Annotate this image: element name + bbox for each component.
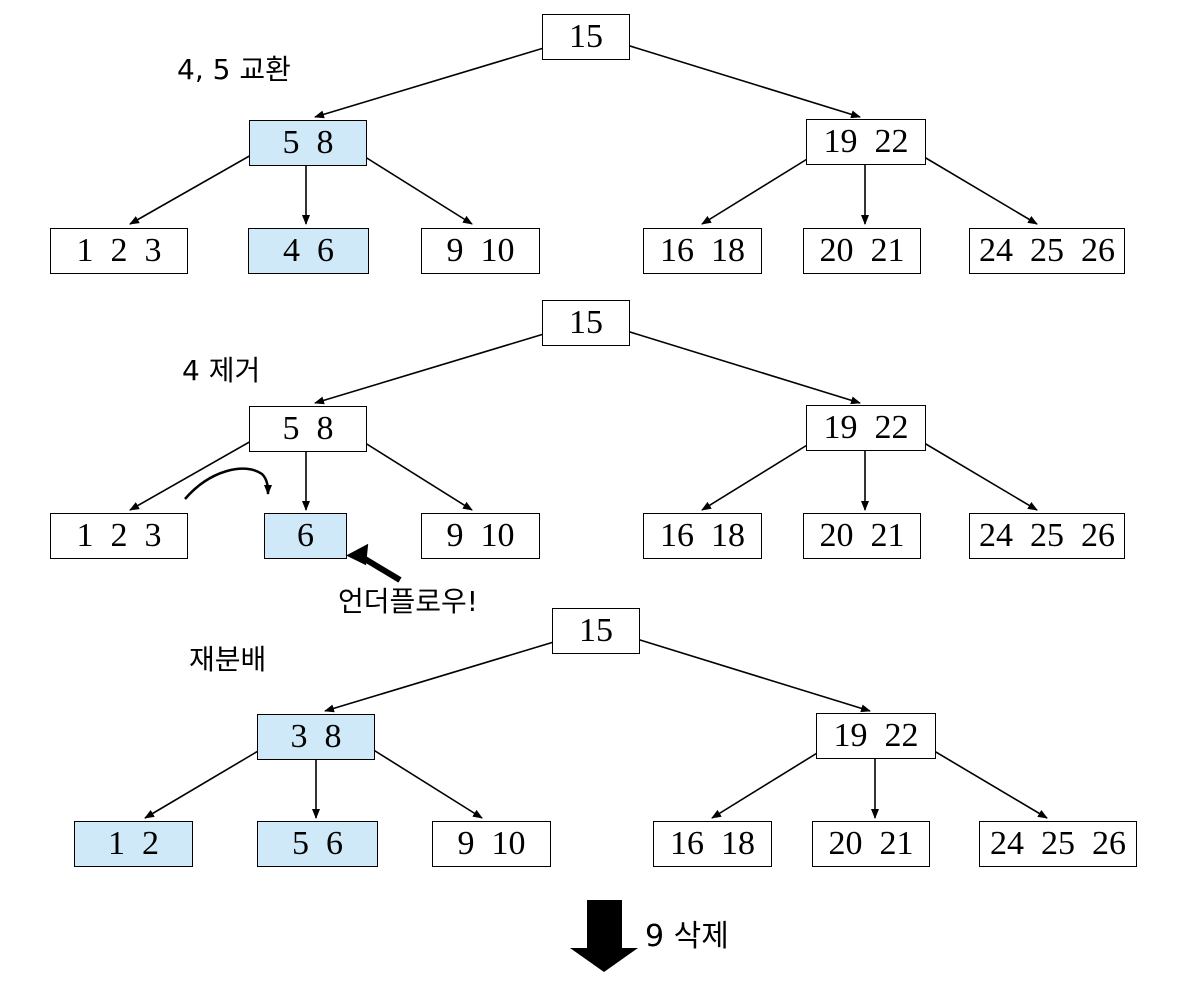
step1-leaf-5: 20 21	[803, 228, 921, 274]
step2-leaf-6: 24 25 26	[969, 513, 1125, 559]
step1-edge-root-left	[314, 43, 558, 119]
step3-leaf-5: 20 21	[812, 821, 930, 867]
step3-caption: 재분배	[189, 643, 267, 676]
step1-leaf-3: 9 10	[421, 228, 540, 274]
step2-edge-left-leaf3	[353, 435, 473, 511]
step3-edge-root-right	[626, 635, 871, 713]
step1-edge-left-leaf1	[129, 149, 261, 225]
step3-root-node: 15	[552, 608, 640, 654]
step1-right-node: 19 22	[806, 119, 926, 165]
step2-edge-right-leaf1	[701, 433, 826, 511]
step1-caption: 4, 5 교환	[177, 53, 291, 86]
step2-root-node: 15	[542, 300, 630, 346]
step1-edge-right-leaf1	[701, 147, 826, 225]
step2-left-node: 5 8	[249, 406, 367, 452]
step3-leaf-1: 1 2	[74, 821, 193, 867]
underflow-pointer-shaft	[363, 556, 402, 583]
borrow-curved-arrow	[184, 467, 272, 500]
step2-leaf-4: 16 18	[643, 513, 762, 559]
step3-edge-right-leaf1	[711, 741, 836, 819]
step2-leaf-2: 6	[264, 513, 347, 559]
next-step-down-arrow	[570, 900, 638, 972]
step3-leaf-2: 5 6	[257, 821, 378, 867]
step3-edge-left-leaf1	[144, 743, 271, 819]
step2-caption: 4 제거	[182, 354, 261, 387]
step1-edge-left-leaf3	[353, 149, 473, 225]
underflow-annotation: 언더플로우!	[338, 585, 479, 618]
step3-right-node: 19 22	[816, 713, 936, 759]
step3-edge-root-left	[324, 637, 568, 713]
step2-leaf-3: 9 10	[421, 513, 540, 559]
step3-leaf-4: 16 18	[653, 821, 772, 867]
step1-left-node: 5 8	[249, 120, 367, 166]
step3-edge-right-leaf3	[918, 741, 1048, 819]
next-step-label: 9 삭제	[645, 919, 729, 954]
step1-leaf-4: 16 18	[643, 228, 762, 274]
step2-edge-right-leaf3	[908, 433, 1038, 511]
step3-edge-left-leaf3	[363, 743, 483, 819]
step3-leaf-3: 9 10	[432, 821, 551, 867]
step1-leaf-6: 24 25 26	[969, 228, 1125, 274]
step2-leaf-5: 20 21	[803, 513, 921, 559]
step1-root-node: 15	[542, 14, 630, 60]
step1-leaf-1: 1 2 3	[50, 228, 188, 274]
underflow-pointer-head	[346, 543, 369, 566]
step3-leaf-6: 24 25 26	[979, 821, 1137, 867]
step1-leaf-2: 4 6	[248, 228, 369, 274]
step2-edge-root-left	[314, 329, 558, 405]
step2-leaf-1: 1 2 3	[50, 513, 188, 559]
step3-left-node: 3 8	[257, 714, 375, 760]
step1-edge-root-right	[616, 41, 861, 119]
step2-right-node: 19 22	[806, 405, 926, 451]
step2-edge-root-right	[616, 327, 861, 405]
step1-edge-right-leaf3	[908, 147, 1038, 225]
step2-edge-left-leaf1	[129, 435, 261, 511]
